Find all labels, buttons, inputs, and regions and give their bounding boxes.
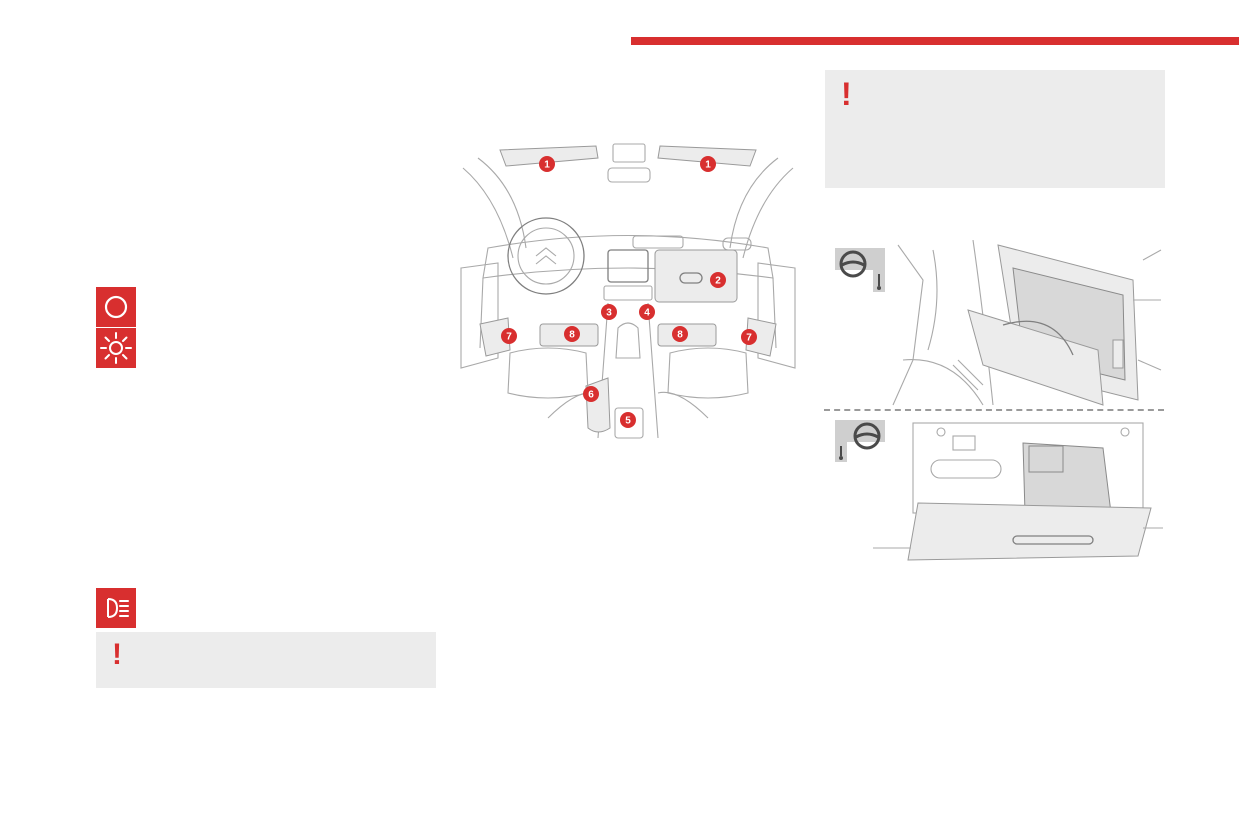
exclamation-icon: ! [841,76,852,112]
steering-wheel [507,217,585,295]
glovebox-figure-top [833,240,1163,410]
callout-6: 6 [588,390,594,401]
door-pocket-right [745,317,777,357]
steering-wheel-right-hand-drive-icon [835,420,885,462]
callout-4: 4 [644,308,650,319]
door-pocket-left [479,317,511,357]
callout-5: 5 [625,416,631,427]
callout-1-left: 1 [544,160,550,171]
lamp-on-icon [96,328,136,368]
lamp-off-icon [96,287,136,327]
figure-separator [824,409,1164,411]
callout-1-right: 1 [705,160,711,171]
interior-storage-figure: 1 1 2 3 4 5 6 7 7 8 8 [458,138,798,443]
callout-7-left: 7 [506,332,512,343]
callout-8-left: 8 [569,330,575,341]
callout-8-right: 8 [677,330,683,341]
glovebox-figure-bottom [833,418,1163,568]
rear-view-mirror [607,167,651,183]
section-header-rule [631,37,1239,45]
sun-visor-right [657,145,757,167]
glovebox-lid-open [967,309,1104,406]
exclamation-icon: ! [112,638,122,671]
dipped-beam-icon [96,588,136,628]
warning-box-right: ! [825,70,1165,188]
callout-3: 3 [606,308,612,319]
sun-visor-left [499,145,599,167]
callout-2: 2 [715,276,721,287]
centre-display [607,249,649,283]
warning-box-left: ! [96,632,436,688]
glovebox [654,249,738,303]
callout-7-right: 7 [746,333,752,344]
steering-wheel-left-hand-drive-icon [835,248,885,292]
glovebox-lid [907,502,1152,561]
armrest [585,377,611,433]
